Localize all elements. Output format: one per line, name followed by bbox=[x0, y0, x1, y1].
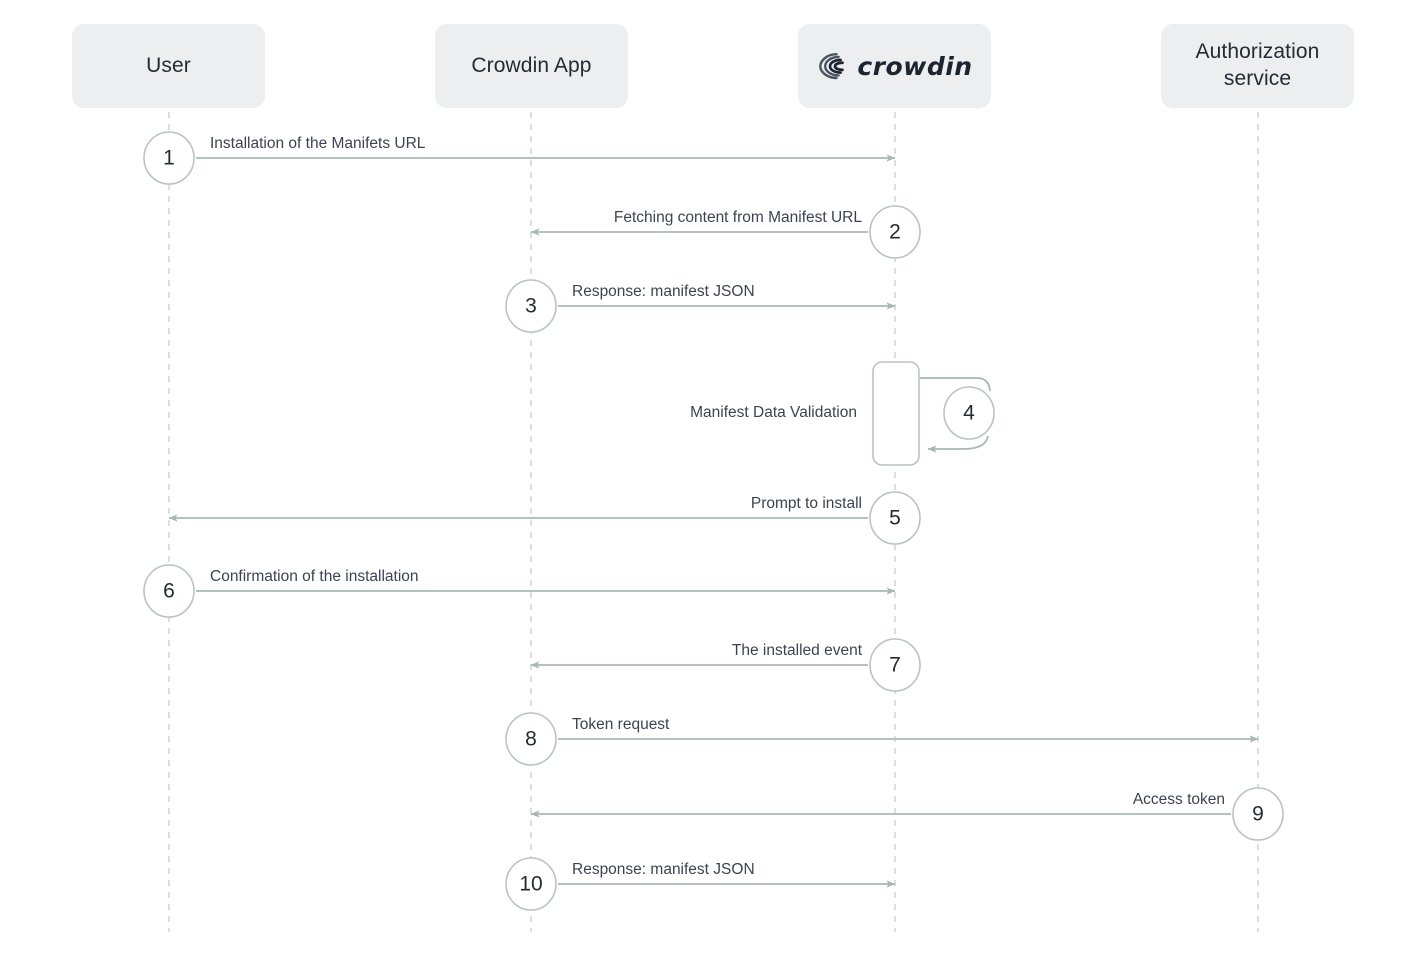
step-marker-9[interactable] bbox=[1232, 787, 1284, 841]
step-marker-3[interactable] bbox=[505, 279, 557, 333]
message-label-5: Prompt to install bbox=[750, 495, 862, 512]
message-label-9: Access token bbox=[1132, 791, 1225, 808]
participant-label-app: Crowdin App bbox=[471, 53, 592, 77]
step-marker-6[interactable] bbox=[143, 564, 195, 618]
step-number-3: 3 bbox=[525, 294, 537, 318]
step-marker-8[interactable] bbox=[505, 712, 557, 766]
step-marker-5[interactable] bbox=[869, 491, 921, 545]
step-number-5: 5 bbox=[889, 506, 901, 530]
step-number-9: 9 bbox=[1252, 802, 1264, 826]
step-marker-4[interactable] bbox=[943, 386, 995, 440]
message-label-3: Response: manifest JSON bbox=[572, 283, 755, 300]
step-number-10: 10 bbox=[519, 872, 543, 896]
message-label-7: The installed event bbox=[731, 642, 862, 659]
participant-label-auth: Authorization service bbox=[1195, 40, 1320, 90]
message-label-1: Installation of the Manifets URL bbox=[210, 135, 426, 152]
step-marker-1[interactable] bbox=[143, 131, 195, 185]
self-message-loop-out bbox=[919, 377, 991, 392]
activation-bar-crowdin bbox=[872, 361, 920, 466]
participant-box-auth[interactable]: Authorization service bbox=[1161, 24, 1354, 108]
participant-label-user: User bbox=[146, 53, 191, 77]
participant-box-user[interactable]: User bbox=[72, 24, 265, 108]
step-number-6: 6 bbox=[163, 579, 175, 603]
message-label-6: Confirmation of the installation bbox=[210, 568, 419, 585]
lifelines-layer bbox=[168, 112, 1259, 932]
step-number-7: 7 bbox=[889, 653, 901, 677]
step-markers-layer bbox=[143, 131, 1284, 911]
step-marker-7[interactable] bbox=[869, 638, 921, 692]
step-number-1: 1 bbox=[163, 146, 175, 170]
participant-box-app[interactable]: Crowdin App bbox=[435, 24, 628, 108]
message-label-8: Token request bbox=[572, 716, 670, 733]
step-number-8: 8 bbox=[525, 727, 537, 751]
message-label-2: Fetching content from Manifest URL bbox=[613, 209, 862, 226]
participant-box-crowdin[interactable]: crowdin bbox=[798, 24, 991, 108]
crowdin-logo: crowdin bbox=[816, 51, 972, 81]
messages-layer bbox=[168, 154, 1259, 888]
step-marker-10[interactable] bbox=[505, 857, 557, 911]
activation-layer bbox=[872, 361, 920, 466]
message-label-10: Response: manifest JSON bbox=[572, 861, 755, 878]
self-message-loop-back bbox=[927, 435, 989, 453]
step-number-4: 4 bbox=[963, 401, 975, 425]
step-marker-2[interactable] bbox=[869, 205, 921, 259]
message-label-4: Manifest Data Validation bbox=[690, 404, 857, 421]
crowdin-swoosh-icon bbox=[819, 53, 845, 80]
crowdin-wordmark: crowdin bbox=[857, 51, 973, 81]
step-number-2: 2 bbox=[889, 220, 901, 244]
